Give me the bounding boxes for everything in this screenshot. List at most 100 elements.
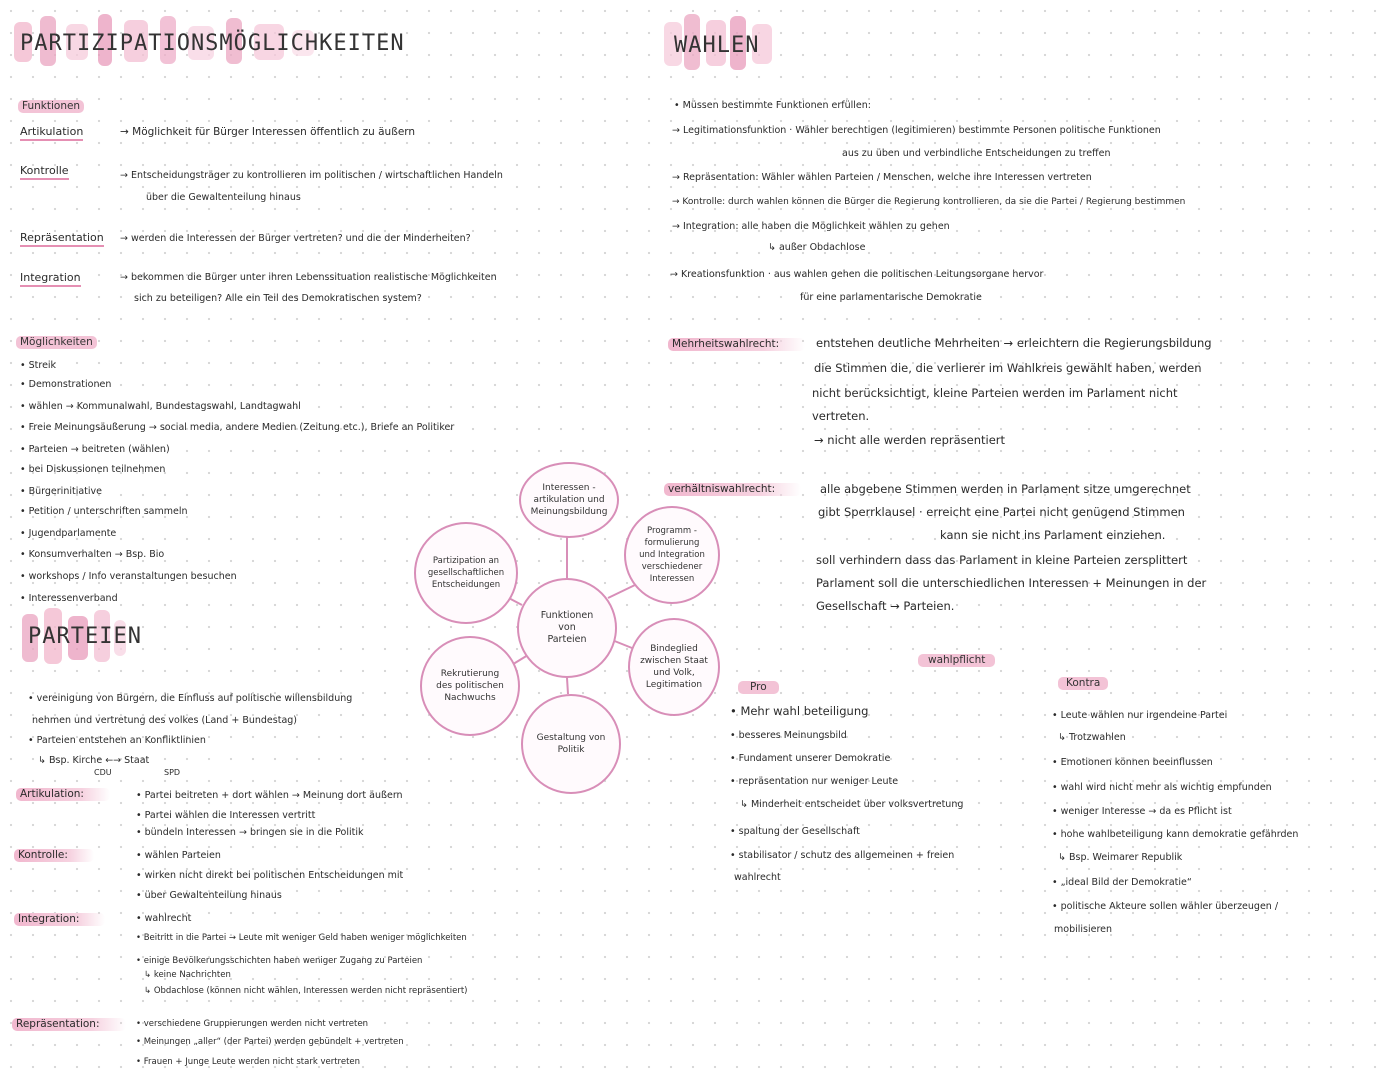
verhaeltnis-line: alle abgebene Stimmen werden in Parlamen… [820,482,1191,496]
list-item: • Konsumverhalten → Bsp. Bio [20,549,165,560]
funktion-term: Repräsentation [20,231,104,247]
party-cdu: CDU [94,768,112,777]
pro-item: • repräsentation nur weniger Leute [730,776,899,787]
funktion-desc: → Entscheidungsträger zu kontrollieren i… [120,170,503,181]
party-spd: SPD [164,768,181,777]
moeglichkeiten-heading: Möglichkeiten [16,336,97,349]
pro-item: wahlrecht [734,872,781,883]
parteien-label-kontrolle: Kontrolle: [14,849,94,862]
wahlen-function-line: → Integration: alle haben die Möglichkei… [672,221,950,232]
list-item: • einige Bevölkerungsschichten haben wen… [136,956,423,966]
connector-line [611,639,633,649]
list-item: • Bürgerinitiative [20,486,102,497]
list-item: • Meinungen „aller“ (der Partei) werden … [136,1037,404,1047]
parteien-intro: nehmen und vertretung des volkes (Land +… [32,715,298,726]
funktion-term: Integration [20,271,81,287]
verhaeltnis-line: Gesellschaft → Parteien. [816,599,955,613]
mehrheit-line: die Stimmen die, die verlierer im Wahlkr… [814,361,1202,375]
pro-item: • stabilisator / schutz des allgemeinen … [730,850,955,861]
title-highlight [14,14,314,70]
list-item: • Freie Meinungsäußerung → social media,… [20,422,455,433]
verhaeltnis-line: gibt Sperrklausel · erreicht eine Partei… [818,505,1185,519]
kontra-item: ↳ Trotzwahlen [1058,732,1126,743]
pro-heading: Pro [738,681,779,694]
funktion-desc: sich zu beteiligen? Alle ein Teil des De… [134,293,422,304]
pro-item: • Mehr wahl beteiligung [730,704,869,718]
wahlen-function-line: → Legitimationsfunktion · Wähler berecht… [672,125,1161,136]
list-item: ↳ Obdachlose (können nicht wählen, Inter… [144,986,468,996]
parteien-intro: ↳ Bsp. Kirche ←→ Staat [38,755,150,766]
list-item: • Partei wählen die Interessen vertritt [136,810,316,821]
wahlen-function-line: → Kontrolle: durch wahlen können die Bür… [672,197,1186,207]
kontra-item: mobilisieren [1054,924,1113,935]
list-item: • bündeln Interessen → bringen sie in di… [136,827,364,838]
kontra-item: • Leute wählen nur irgendeine Partei [1052,710,1228,721]
pro-item: ↳ Minderheit entscheidet über volksvertr… [740,799,964,810]
list-item: • wählen → Kommunalwahl, Bundestagswahl,… [20,401,301,412]
list-item: • verschiedene Gruppierungen werden nich… [136,1019,368,1029]
pro-item: • Fundament unserer Demokratie [730,753,891,764]
kontra-item: • hohe wahlbeteiligung kann demokratie g… [1052,829,1299,840]
wahlen-function-line: ↳ außer Obdachlose [768,242,866,253]
parteien-intro: • Parteien entstehen an Konfliktlinien [28,735,206,746]
mehrheit-line: nicht berücksichtigt, kleine Parteien we… [812,386,1178,400]
mehrheit-line: → nicht alle werden repräsentiert [814,433,1006,447]
list-item: • Streik [20,360,57,371]
list-item: • Interessenverband [20,593,118,604]
list-item: • Petition / unterschriften sammeln [20,506,188,517]
list-item: • bei Diskussionen teilnehmen [20,464,166,475]
list-item: ↳ keine Nachrichten [144,970,231,980]
kontra-item: • wahl wird nicht mehr als wichtig empfu… [1052,782,1272,793]
diagram-node-bubble: Interessen - artikulation und Meinungsbi… [519,462,619,538]
diagram-node-bubble: Gestaltung von Politik [521,694,621,794]
list-item: • wirken nicht direkt bei politischen En… [136,870,404,881]
diagram-node-bubble: Bindeglied zwischen Staat und Volk, Legi… [628,618,720,716]
verhaeltnis-line: kann sie nicht ins Parlament einziehen. [940,528,1166,542]
parteien-label-integration: Integration: [14,913,106,926]
diagram-node-bubble: Rekrutierung des politischen Nachwuchs [420,636,520,736]
verhaeltnis-line: soll verhindern dass das Parlament in kl… [816,553,1188,567]
kontra-item: • Emotionen können beeinflussen [1052,757,1213,768]
wahlen-title: WAHLEN [674,33,760,58]
diagram-node-bubble: Partizipation an gesellschaftlichen Ents… [414,522,518,624]
connector-line [607,584,636,599]
wahlen-function-line: → Kreationsfunktion · aus wahlen gehen d… [670,269,1044,280]
kontra-item: ↳ Bsp. Weimarer Republik [1058,852,1183,863]
connector-line [566,677,569,695]
mehrheit-line: vertreten. [812,409,870,423]
wahlen-title-highlight [664,14,776,74]
mehrheitswahlrecht-label: Mehrheitswahlrecht: [668,338,806,351]
wahlen-function-line: aus zu üben und verbindliche Entscheidun… [842,148,1111,159]
pro-item: • spaltung der Gesellschaft [730,826,860,837]
parteien-intro: • vereinigung von Bürgern, die Einfluss … [28,693,353,704]
funktion-desc: über die Gewaltenteilung hinaus [146,192,301,203]
parteien-title: PARTEIEN [28,624,142,649]
list-item: • Parteien → beitreten (wählen) [20,444,170,455]
funktion-term: Artikulation [20,125,84,141]
kontra-item: • weniger Interesse → da es Pflicht ist [1052,806,1232,817]
funktion-desc: → Möglichkeit für Bürger Interessen öffe… [120,126,416,138]
diagram-center-bubble: Funktionen von Parteien [517,578,617,678]
diagram-node-bubble: Programm - formulierung und Integration … [624,506,720,604]
list-item: • wahlrecht [136,913,192,924]
list-item: • Partei beitreten + dort wählen → Meinu… [136,790,403,801]
pro-item: • besseres Meinungsbild [730,730,847,741]
parteien-title-highlight [22,608,126,666]
list-item: • Beitritt in die Partei → Leute mit wen… [136,933,467,943]
kontra-item: • politische Akteure sollen wähler überz… [1052,901,1279,912]
funktion-desc: → bekommen die Bürger unter ihren Lebens… [120,272,497,283]
wahlen-intro: • Müssen bestimmte Funktionen erfüllen: [674,100,871,111]
mehrheit-line: entstehen deutliche Mehrheiten → erleich… [816,336,1212,350]
list-item: • Jugendparlamente [20,528,117,539]
verhaeltniswahlrecht-label: verhältniswahlrecht: [664,483,802,496]
list-item: • Frauen + Junge Leute werden nicht star… [136,1057,361,1067]
wahlen-function-line: für eine parlamentarische Demokratie [800,292,982,303]
funktion-term: Kontrolle [20,164,69,180]
funktionen-heading: Funktionen [18,100,85,113]
verhaeltnis-line: Parlament soll die unterschiedlichen Int… [816,576,1207,590]
list-item: • über Gewaltenteilung hinaus [136,890,282,901]
wahlen-function-line: → Repräsentation: Wähler wählen Parteien… [672,172,1092,183]
list-item: • wählen Parteien [136,850,221,861]
parteien-label-artikulation: Artikulation: [16,788,110,801]
